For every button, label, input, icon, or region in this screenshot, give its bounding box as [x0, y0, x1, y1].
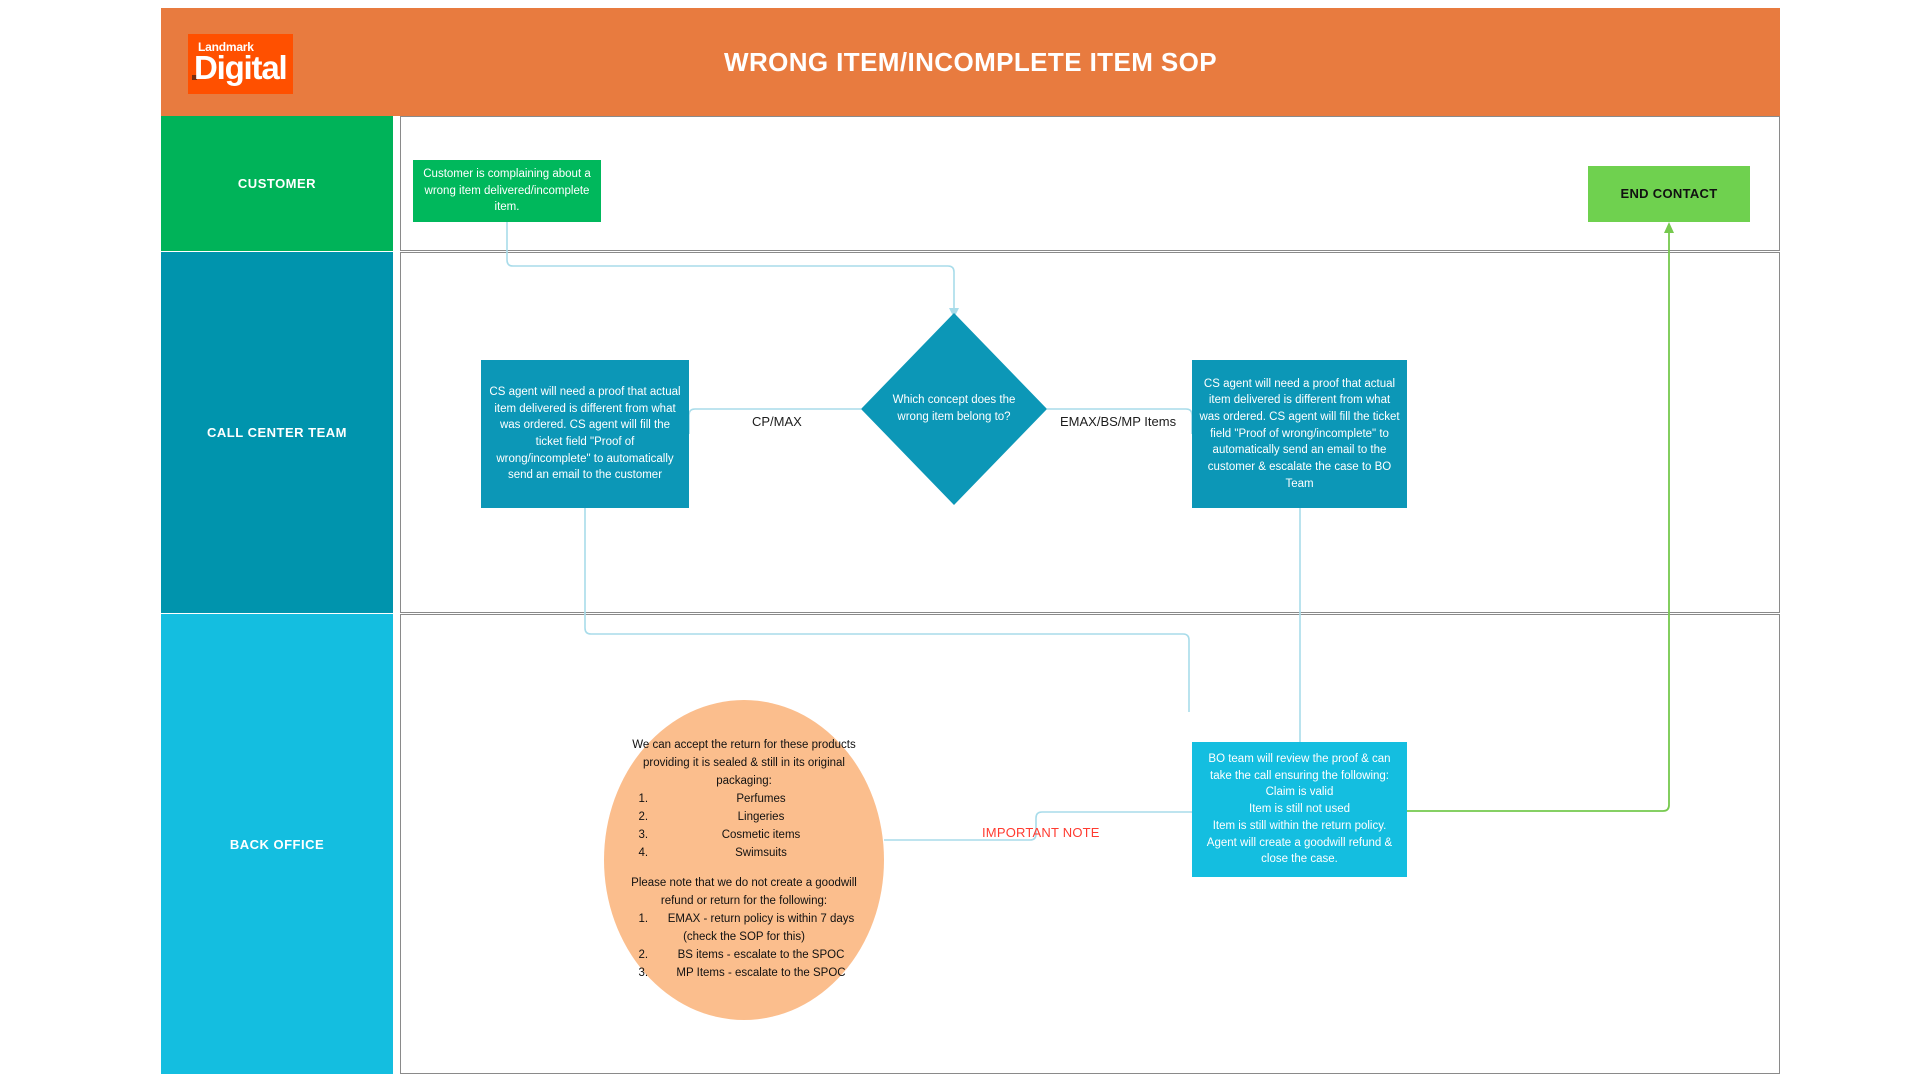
lane-label-customer: CUSTOMER — [161, 116, 393, 251]
note-reject-item-3: 3. MP Items - escalate to the SPOC — [638, 967, 846, 980]
node-bo-review-label: BO team will review the proof & can take… — [1206, 753, 1393, 866]
note-accept-item-3: 3. Cosmetic items — [638, 828, 801, 841]
landmark-digital-logo: Landmark Digital — [188, 34, 293, 94]
logo-dot — [192, 75, 197, 80]
lane-body-customer — [400, 116, 1780, 251]
node-customer-complaint-label: Customer is complaining about a wrong it… — [423, 167, 591, 214]
node-cs-agent-emax[interactable]: CS agent will need a proof that actual i… — [1192, 360, 1407, 508]
lane-label-back-office: BACK OFFICE — [161, 614, 393, 1074]
note-reject-intro: Please note that we do not create a good… — [631, 877, 857, 908]
lane-label-customer-text: CUSTOMER — [237, 176, 317, 191]
note-reject-item-1: 1. EMAX - return policy is within 7 days — [638, 913, 855, 926]
node-end-contact[interactable]: END CONTACT — [1588, 166, 1750, 222]
node-customer-complaint[interactable]: Customer is complaining about a wrong it… — [413, 160, 601, 222]
node-decision-concept-label: Which concept does the wrong item belong… — [892, 393, 1016, 423]
node-important-note-ellipse[interactable]: We can accept the return for these produ… — [604, 700, 884, 1020]
logo-bottom-text: Digital — [194, 49, 288, 86]
node-cs-agent-cpmax[interactable]: CS agent will need a proof that actual i… — [481, 360, 689, 508]
node-cs-agent-emax-label: CS agent will need a proof that actual i… — [1199, 377, 1400, 490]
header-banner: Landmark Digital WRONG ITEM/INCOMPLETE I… — [161, 8, 1780, 116]
node-bo-review[interactable]: BO team will review the proof & can take… — [1192, 742, 1407, 877]
lane-label-call-center-text: CALL CENTER TEAM — [207, 425, 347, 440]
note-reject-item-2: 2. BS items - escalate to the SPOC — [638, 949, 845, 962]
lane-label-call-center: CALL CENTER TEAM — [161, 252, 393, 613]
note-accept-item-1: 1. Perfumes — [638, 792, 786, 805]
lane-label-back-office-text: BACK OFFICE — [229, 836, 325, 852]
note-accept-item-4: 4. Swimsuits — [638, 846, 787, 859]
edge-label-cp-max: CP/MAX — [752, 414, 802, 429]
note-accept-intro: We can accept the return for these produ… — [632, 738, 856, 787]
note-accept-item-2: 2. Lingeries — [638, 810, 785, 823]
edge-label-emax-bs-mp: EMAX/BS/MP Items — [1060, 414, 1177, 429]
node-decision-concept[interactable]: Which concept does the wrong item belong… — [861, 313, 1047, 505]
node-cs-agent-cpmax-label: CS agent will need a proof that actual i… — [489, 385, 681, 482]
note-spacer — [617, 862, 872, 875]
logo-top-text: Landmark — [198, 40, 254, 54]
important-note-content: We can accept the return for these produ… — [617, 737, 872, 983]
node-end-contact-label: END CONTACT — [1620, 185, 1718, 201]
page-title: WRONG ITEM/INCOMPLETE ITEM SOP — [724, 46, 1217, 77]
note-reject-item-1-cont: (check the SOP for this) — [683, 931, 805, 944]
edge-label-important-note: IMPORTANT NOTE — [982, 825, 1100, 840]
